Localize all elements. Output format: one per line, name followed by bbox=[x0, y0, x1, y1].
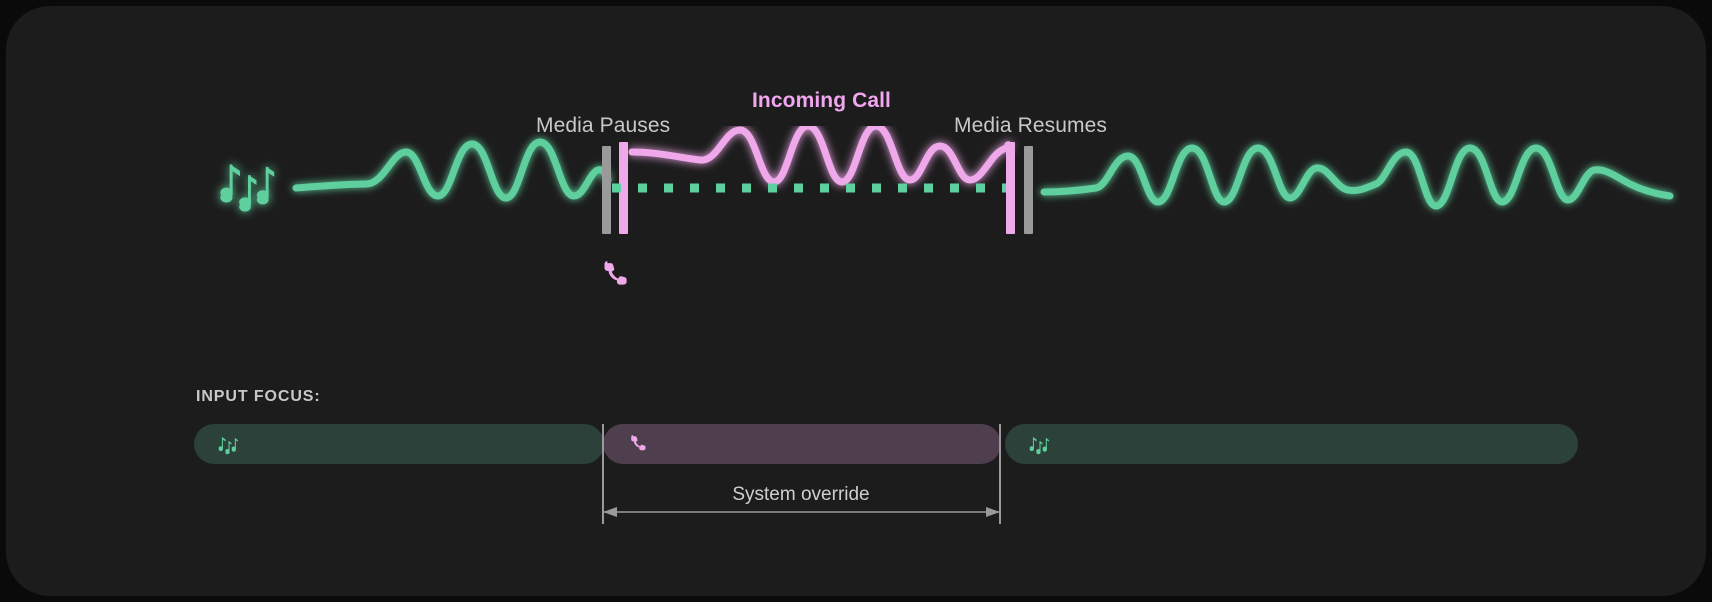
bracket-arrow-right bbox=[986, 507, 1000, 517]
waveform-media-after bbox=[1040, 144, 1674, 210]
phone-icon bbox=[631, 435, 646, 451]
input-focus-heading: INPUT FOCUS: bbox=[196, 388, 321, 405]
waveform-media-before bbox=[292, 138, 612, 202]
system-override-label: System override bbox=[732, 484, 870, 505]
system-override-bracket bbox=[602, 424, 1001, 524]
focus-bar-media-before[interactable] bbox=[194, 424, 604, 464]
marker-resume-pink bbox=[1006, 142, 1015, 234]
label-media-pauses: Media Pauses bbox=[536, 114, 671, 137]
audio-timeline bbox=[6, 126, 1706, 256]
marker-pause-pink bbox=[619, 142, 628, 234]
waveform-call bbox=[628, 126, 1013, 186]
bracket-arrow-left bbox=[603, 507, 617, 517]
diagram-card: Media Pauses Incoming Call Media Resumes bbox=[6, 6, 1706, 596]
marker-resume-gray bbox=[1024, 146, 1033, 234]
marker-pause-gray bbox=[602, 146, 611, 234]
label-incoming-call: Incoming Call bbox=[752, 89, 891, 112]
phone-icon bbox=[604, 261, 627, 285]
music-notes-icon bbox=[218, 437, 238, 455]
label-media-resumes: Media Resumes bbox=[954, 114, 1108, 137]
music-notes-icon bbox=[220, 164, 275, 212]
focus-bar-call-override[interactable] bbox=[603, 424, 1001, 464]
music-notes-icon bbox=[1029, 437, 1049, 455]
waveform-svg bbox=[220, 126, 1674, 234]
focus-bar-media-after[interactable] bbox=[1005, 424, 1578, 464]
